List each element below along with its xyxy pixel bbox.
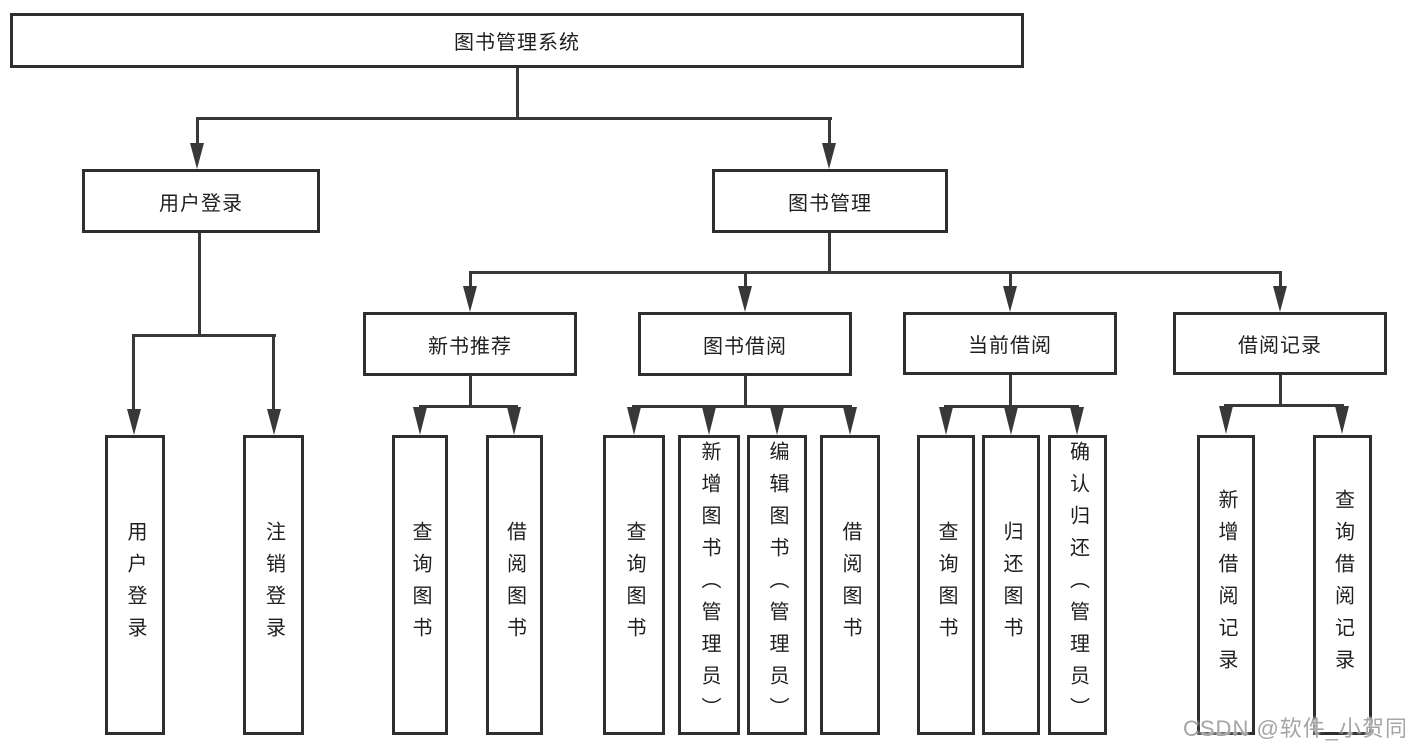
connector-line [132,334,135,411]
leaf-cb-return-books: 归还图书 [982,435,1040,735]
connector-line [419,405,518,408]
node-user-login-label: 用户登录 [159,192,243,215]
connector-line [516,68,519,118]
arrow-down-icon [627,407,641,435]
leaf-cb-confirm-return-admin: 确认归还（管理员） [1048,435,1107,735]
leaf-br-query-record: 查询借阅记录 [1313,435,1372,735]
connector-line [1279,375,1282,406]
node-book-mgmt-label: 图书管理 [788,192,872,215]
arrow-down-icon [127,409,141,435]
leaf-rec-borrow-books: 借阅图书 [486,435,543,735]
connector-line [828,233,831,273]
node-book-mgmt: 图书管理 [712,169,948,233]
leaf-user-login-label: 用户登录 [124,521,146,649]
leaf-user-login: 用户登录 [105,435,165,735]
connector-line [632,405,852,408]
arrow-down-icon [190,143,204,169]
node-current-borrow-label: 当前借阅 [968,335,1052,357]
arrow-down-icon [1070,407,1084,435]
leaf-bb-query-books: 查询图书 [603,435,665,735]
connector-line [469,375,472,407]
leaf-logout: 注销登录 [243,435,304,735]
arrow-down-icon [939,407,953,435]
connector-line [196,117,199,145]
arrow-down-icon [1219,406,1233,434]
leaf-rec-borrow-books-label: 借阅图书 [503,521,526,649]
arrow-down-icon [267,409,281,435]
connector-line [198,233,201,336]
connector-line [744,271,747,288]
connector-line [1009,375,1012,407]
arrow-down-icon [507,407,521,435]
arrow-down-icon [1335,406,1349,434]
connector-line [1224,404,1344,407]
leaf-rec-query-books: 查询图书 [392,435,448,735]
connector-line [132,334,276,337]
arrow-down-icon [1273,286,1287,312]
connector-line [1009,271,1012,288]
leaf-bb-add-books-admin: 新增图书（管理员） [678,435,740,735]
node-borrow-records-label: 借阅记录 [1238,335,1322,357]
arrow-down-icon [843,407,857,435]
arrow-down-icon [770,407,784,435]
leaf-bb-query-books-label: 查询图书 [623,521,645,649]
arrow-down-icon [413,407,427,435]
arrow-down-icon [702,407,716,435]
node-user-login: 用户登录 [82,169,320,233]
connector-line [272,334,275,411]
connector-line [1279,271,1282,288]
leaf-bb-add-books-admin-label: 新增图书（管理员） [698,441,720,729]
leaf-rec-query-books-label: 查询图书 [409,521,431,649]
leaf-cb-query-books-label: 查询图书 [935,521,957,649]
node-current-borrow: 当前借阅 [903,312,1117,375]
connector-line [828,117,831,145]
leaf-cb-confirm-return-admin-label: 确认归还（管理员） [1066,441,1089,729]
leaf-cb-query-books: 查询图书 [917,435,975,735]
connector-line [944,405,1079,408]
node-borrow-records: 借阅记录 [1173,312,1387,375]
node-new-book-rec-label: 新书推荐 [428,335,512,358]
leaf-bb-borrow-books: 借阅图书 [820,435,880,735]
leaf-br-add-record-label: 新增借阅记录 [1215,489,1237,681]
watermark: CSDN @软件_小贺同学 [1183,716,1405,741]
node-book-borrow: 图书借阅 [638,312,852,376]
node-root: 图书管理系统 [10,13,1024,68]
leaf-br-query-record-label: 查询借阅记录 [1331,489,1354,681]
leaf-logout-label: 注销登录 [262,521,285,649]
connector-line [744,375,747,407]
node-book-borrow-label: 图书借阅 [703,335,787,358]
connector-line [469,271,472,288]
leaf-br-add-record: 新增借阅记录 [1197,435,1255,735]
arrow-down-icon [1003,286,1017,312]
node-new-book-rec: 新书推荐 [363,312,577,376]
leaf-cb-return-books-label: 归还图书 [1000,521,1022,649]
leaf-bb-edit-books-admin-label: 编辑图书（管理员） [766,441,788,729]
arrow-down-icon [822,143,836,169]
leaf-bb-edit-books-admin: 编辑图书（管理员） [747,435,807,735]
leaf-bb-borrow-books-label: 借阅图书 [839,521,861,649]
connector-line [197,117,832,120]
arrow-down-icon [463,286,477,312]
arrow-down-icon [1004,407,1018,435]
arrow-down-icon [738,286,752,312]
node-root-label: 图书管理系统 [454,32,580,54]
connector-line [469,271,1282,274]
